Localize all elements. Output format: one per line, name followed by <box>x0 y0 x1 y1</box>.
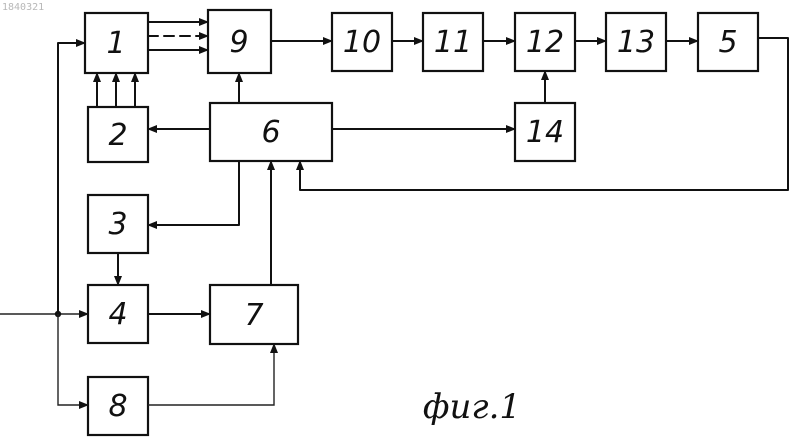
block-7: 7 <box>210 285 298 344</box>
block-2-label: 2 <box>108 118 127 153</box>
block-4: 4 <box>88 285 148 343</box>
block-3: 3 <box>88 195 148 253</box>
block-7-label: 7 <box>244 298 263 333</box>
block-13-label: 13 <box>617 25 655 60</box>
document-number: 1840321 <box>2 2 44 13</box>
block-11: 11 <box>423 13 483 71</box>
block-13: 13 <box>606 13 666 71</box>
block-12-label: 12 <box>526 25 564 60</box>
block-1: 1 <box>85 13 148 73</box>
block-1-label: 1 <box>106 26 125 61</box>
block-14-label: 14 <box>526 115 564 150</box>
block-3-label: 3 <box>108 207 127 242</box>
block-10-label: 10 <box>343 25 381 60</box>
block-5: 5 <box>698 13 758 71</box>
block-6-label: 6 <box>261 115 280 150</box>
block-6: 6 <box>210 103 332 161</box>
wire-6-to-3 <box>148 161 239 225</box>
wire-node-to-1 <box>58 43 85 314</box>
block-5-label: 5 <box>718 25 737 60</box>
block-8-label: 8 <box>108 389 127 424</box>
block-11-label: 11 <box>434 25 472 60</box>
figure-caption: фиг.1 <box>423 387 521 427</box>
block-12: 12 <box>515 13 575 71</box>
wire-node-to-8 <box>58 314 88 405</box>
block-10: 10 <box>332 13 392 71</box>
block-2: 2 <box>88 107 148 162</box>
block-9: 9 <box>208 10 271 73</box>
wire-8-to-7 <box>148 344 274 405</box>
block-9-label: 9 <box>229 25 248 60</box>
block-14: 14 <box>515 103 575 161</box>
block-8: 8 <box>88 377 148 435</box>
block-4-label: 4 <box>108 297 127 332</box>
